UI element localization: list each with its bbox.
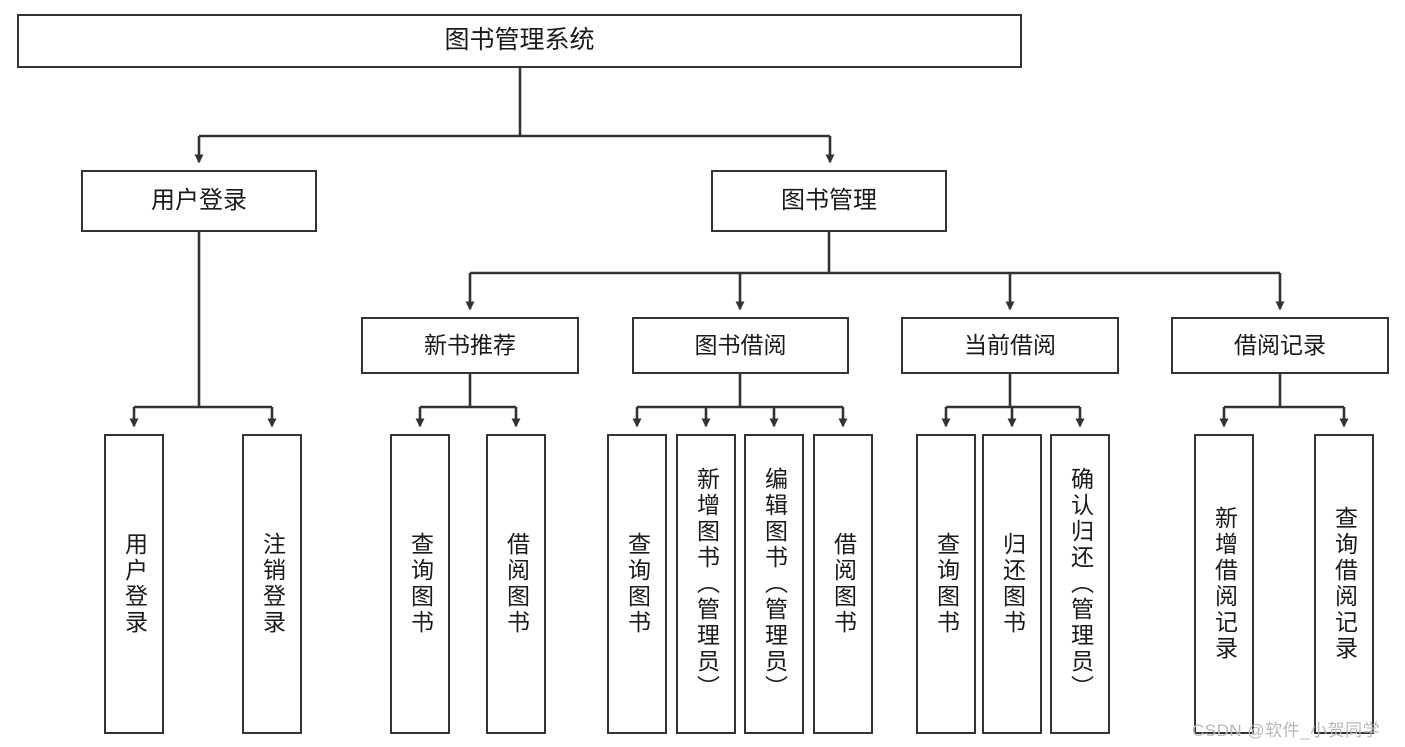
leaf-confirm-return-admin-label: 确认归还（管理员） bbox=[1067, 467, 1094, 701]
leaf-query-book-newbook[interactable]: 查询图书 bbox=[390, 434, 450, 734]
leaf-add-book-admin-label: 新增图书（管理员） bbox=[693, 467, 720, 701]
leaf-query-book-newbook-label: 查询图书 bbox=[407, 532, 434, 636]
leaf-borrow-book[interactable]: 借阅图书 bbox=[813, 434, 873, 734]
leaf-query-book-current-label: 查询图书 bbox=[933, 532, 960, 636]
node-book-management[interactable]: 图书管理 bbox=[711, 170, 947, 232]
leaf-return-book[interactable]: 归还图书 bbox=[982, 434, 1042, 734]
leaf-logout-label: 注销登录 bbox=[259, 532, 286, 636]
leaf-borrow-book-newbook-label: 借阅图书 bbox=[503, 532, 530, 636]
leaf-edit-book-admin[interactable]: 编辑图书（管理员） bbox=[744, 434, 804, 734]
leaf-query-borrow-record-label: 查询借阅记录 bbox=[1331, 506, 1358, 662]
leaf-borrow-book-newbook[interactable]: 借阅图书 bbox=[486, 434, 546, 734]
node-user-login[interactable]: 用户登录 bbox=[81, 170, 317, 232]
node-current-borrow[interactable]: 当前借阅 bbox=[901, 317, 1119, 374]
leaf-user-login[interactable]: 用户登录 bbox=[104, 434, 164, 734]
leaf-query-borrow-record[interactable]: 查询借阅记录 bbox=[1314, 434, 1374, 734]
node-current-borrow-label: 当前借阅 bbox=[964, 331, 1056, 358]
connectors bbox=[129, 68, 1349, 428]
node-book-borrow[interactable]: 图书借阅 bbox=[632, 317, 849, 374]
leaf-logout[interactable]: 注销登录 bbox=[242, 434, 302, 734]
node-new-book-recommend[interactable]: 新书推荐 bbox=[361, 317, 579, 374]
leaf-query-book-borrow-label: 查询图书 bbox=[624, 532, 651, 636]
leaf-add-borrow-record[interactable]: 新增借阅记录 bbox=[1194, 434, 1254, 734]
node-borrow-record[interactable]: 借阅记录 bbox=[1171, 317, 1389, 374]
node-root[interactable]: 图书管理系统 bbox=[17, 14, 1022, 68]
leaf-borrow-book-label: 借阅图书 bbox=[830, 532, 857, 636]
node-user-login-label: 用户登录 bbox=[151, 186, 247, 214]
node-root-label: 图书管理系统 bbox=[444, 26, 595, 55]
leaf-add-book-admin[interactable]: 新增图书（管理员） bbox=[676, 434, 736, 734]
node-borrow-record-label: 借阅记录 bbox=[1234, 331, 1326, 358]
node-book-borrow-label: 图书借阅 bbox=[694, 331, 787, 358]
leaf-return-book-label: 归还图书 bbox=[999, 532, 1026, 636]
leaf-query-book-borrow[interactable]: 查询图书 bbox=[607, 434, 667, 734]
leaf-add-borrow-record-label: 新增借阅记录 bbox=[1211, 506, 1238, 662]
node-new-book-recommend-label: 新书推荐 bbox=[424, 331, 516, 358]
leaf-confirm-return-admin[interactable]: 确认归还（管理员） bbox=[1050, 434, 1110, 734]
leaf-edit-book-admin-label: 编辑图书（管理员） bbox=[761, 467, 788, 701]
node-book-management-label: 图书管理 bbox=[781, 186, 877, 214]
leaf-user-login-label: 用户登录 bbox=[121, 532, 148, 636]
leaf-query-book-current[interactable]: 查询图书 bbox=[916, 434, 976, 734]
